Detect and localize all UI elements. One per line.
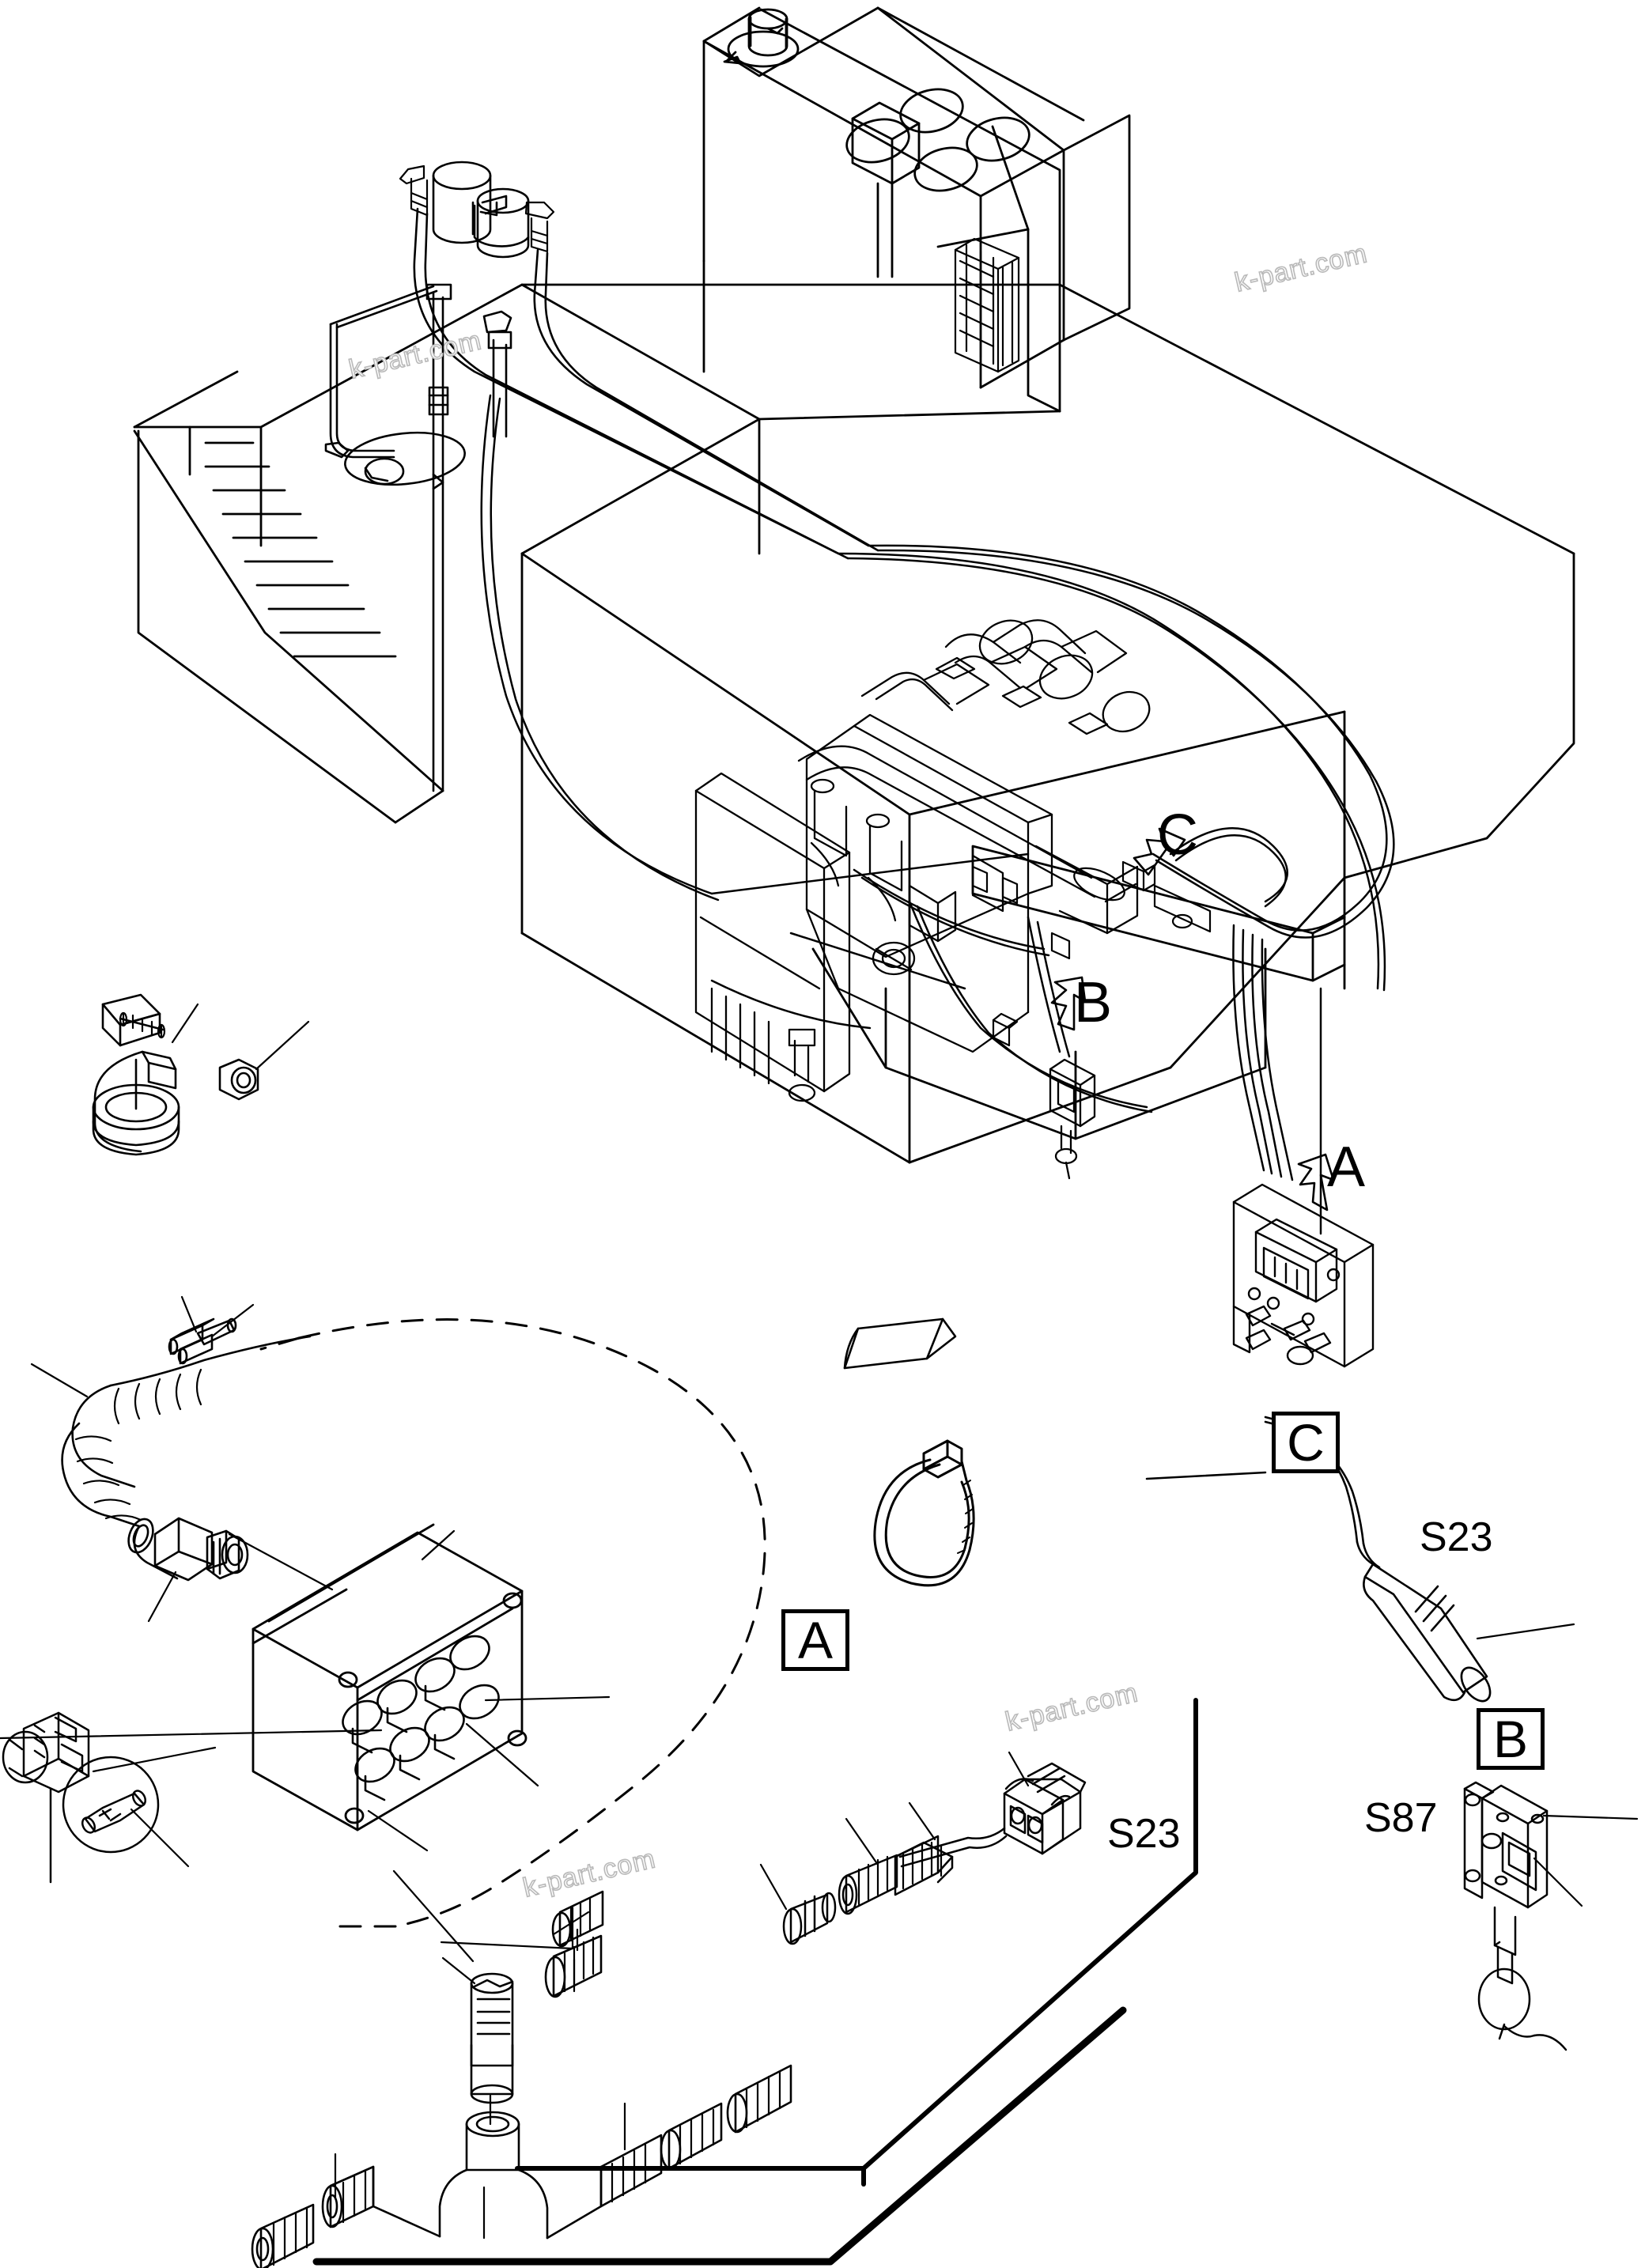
hose-fitting-detail <box>30 1295 312 1623</box>
callout-arrow-a <box>1297 1153 1335 1211</box>
assembly-letter-c: C <box>1157 803 1198 867</box>
part-label-s23-detail-c: S23 <box>1420 1514 1493 1560</box>
callout-box-c: C <box>1272 1412 1340 1473</box>
callout-box-b: B <box>1477 1708 1545 1770</box>
part-label-s23-harness: S23 <box>1107 1811 1181 1857</box>
callout-arrow-b <box>1050 976 1087 1031</box>
callout-arrow-c <box>1133 827 1186 876</box>
harness-routing <box>480 394 1395 1235</box>
machine-frame <box>133 6 1575 1164</box>
accumulator-pair <box>399 161 879 560</box>
harness-connector-s23 <box>759 1751 1087 1945</box>
cable-clips <box>971 860 1212 960</box>
connector-b-main <box>1049 1058 1096 1180</box>
connector-mid-hull <box>992 1012 1019 1047</box>
detail-c-boundary <box>1145 1471 1267 1480</box>
lower-border <box>312 2006 1127 2266</box>
cable-tie <box>873 1439 975 1587</box>
valve-manifold-block <box>0 1523 611 1852</box>
engine-assembly <box>694 619 1151 1102</box>
callout-box-a: A <box>781 1609 849 1671</box>
hose-clamp-detail <box>92 993 310 1156</box>
connector-with-pin-inset <box>2 1711 217 1884</box>
assembly-letter-b: B <box>1074 971 1113 1034</box>
connector-block-a-main <box>1232 1183 1375 1368</box>
tank-sender <box>324 283 512 792</box>
tee-fitting-exploded <box>251 1869 792 2268</box>
callout-box-b-label: B <box>1492 1710 1529 1768</box>
section-boundaries <box>515 1698 1198 2187</box>
mounting-strip <box>843 1317 957 1370</box>
callout-box-a-label: A <box>797 1611 834 1669</box>
part-label-s87: S87 <box>1364 1795 1438 1841</box>
s87-sensor-detail-b <box>1463 1781 1639 2051</box>
detail-a-boundary <box>259 1318 766 1928</box>
assembly-letter-a: A <box>1327 1136 1366 1199</box>
callout-box-c-label: C <box>1287 1413 1325 1472</box>
